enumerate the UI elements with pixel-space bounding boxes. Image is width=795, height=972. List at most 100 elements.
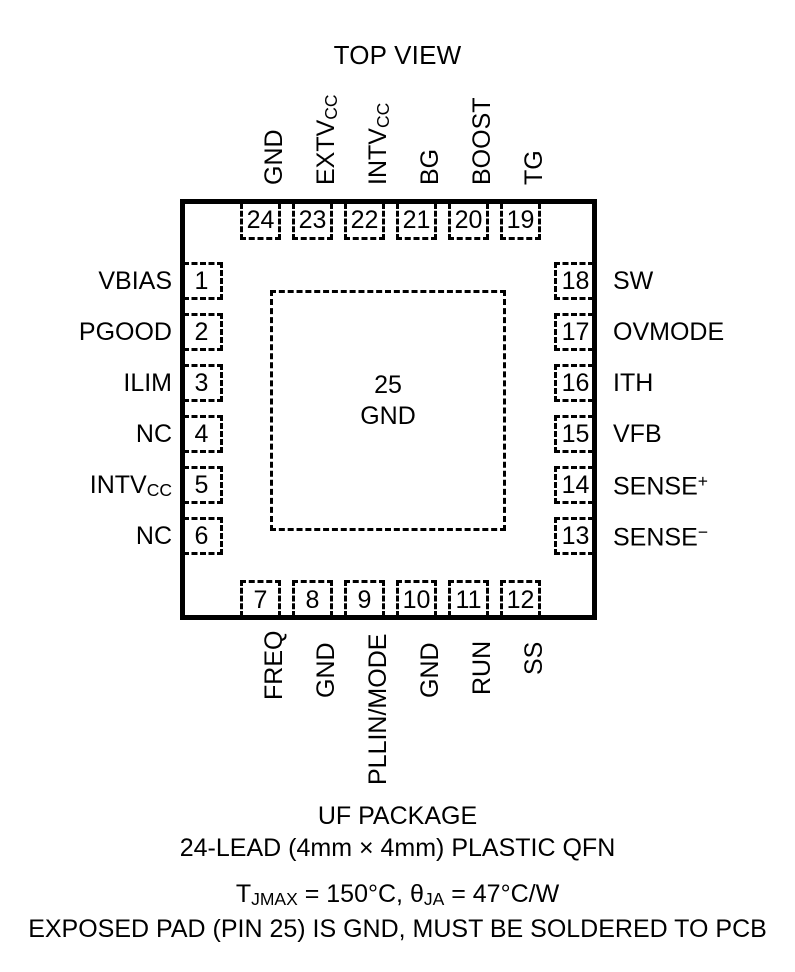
pin-number-12: 12 bbox=[506, 585, 535, 614]
pin-label-17: OVMODE bbox=[613, 320, 724, 345]
pin-box-20[interactable]: 20 bbox=[448, 200, 489, 240]
package-name: UF PACKAGE bbox=[317, 802, 478, 830]
page-title: TOP VIEW bbox=[333, 40, 462, 70]
pin-number-11: 11 bbox=[455, 585, 482, 614]
pin-box-4[interactable]: 4 bbox=[183, 415, 223, 453]
pin-label-3: ILIM bbox=[0, 371, 172, 396]
pin-box-14[interactable]: 14 bbox=[554, 466, 594, 504]
pin-label-12: SS bbox=[520, 641, 548, 675]
pin-label-17-text: OVMODE bbox=[613, 318, 725, 346]
pin-label-24: GND bbox=[260, 129, 288, 185]
pin-box-21[interactable]: 21 bbox=[396, 200, 437, 240]
pin-box-5[interactable]: 5 bbox=[183, 466, 223, 504]
pin-box-10[interactable]: 10 bbox=[396, 580, 437, 620]
package-caption: UF PACKAGE 24-LEAD (4mm × 4mm) PLASTIC Q… bbox=[0, 800, 795, 864]
pin-label-19-text: TG bbox=[520, 150, 548, 185]
pin-number-16: 16 bbox=[561, 368, 590, 397]
pin-label-5-sub: CC bbox=[146, 480, 172, 501]
pin-label-15: VFB bbox=[613, 422, 662, 447]
pin-box-1[interactable]: 1 bbox=[183, 262, 223, 300]
pin-label-10: GND bbox=[416, 642, 444, 698]
package-description: 24-LEAD (4mm × 4mm) PLASTIC QFN bbox=[179, 834, 616, 862]
pin-box-13[interactable]: 13 bbox=[554, 517, 594, 555]
tjmax-subscript: JMAX bbox=[251, 889, 298, 910]
pin-label-4: NC bbox=[0, 422, 172, 447]
pin-number-18: 18 bbox=[561, 266, 590, 295]
pin-number-1: 1 bbox=[194, 266, 209, 295]
pin-box-23[interactable]: 23 bbox=[292, 200, 333, 240]
pin-label-8: GND bbox=[312, 642, 340, 698]
pin-label-11-text: RUN bbox=[468, 640, 496, 695]
pin-label-5-base: INTV bbox=[89, 471, 147, 499]
tjmax-symbol: T bbox=[235, 880, 252, 908]
pin-box-19[interactable]: 19 bbox=[500, 200, 541, 240]
pin-label-21-text: BG bbox=[416, 148, 444, 185]
pin-box-16[interactable]: 16 bbox=[554, 364, 594, 402]
pin-number-4: 4 bbox=[194, 419, 209, 448]
pin-box-3[interactable]: 3 bbox=[183, 364, 223, 402]
pin-label-14-base: SENSE bbox=[613, 472, 698, 501]
pin-label-12-text: SS bbox=[520, 641, 548, 675]
pin-box-12[interactable]: 12 bbox=[500, 580, 541, 620]
pin-number-21: 21 bbox=[402, 205, 431, 234]
pin-label-18: SW bbox=[613, 269, 653, 294]
theta-symbol: θ bbox=[409, 880, 424, 908]
pin-number-8: 8 bbox=[305, 585, 320, 614]
pin-label-3-text: ILIM bbox=[123, 369, 172, 397]
pin-label-5: INTVCC bbox=[0, 473, 172, 500]
pin-number-10: 10 bbox=[402, 585, 431, 614]
pin-box-9[interactable]: 9 bbox=[344, 580, 385, 620]
pin-label-16: ITH bbox=[613, 371, 653, 396]
pin-box-6[interactable]: 6 bbox=[183, 517, 223, 555]
pin-label-22-sub: CC bbox=[373, 102, 394, 129]
pin-box-7[interactable]: 7 bbox=[240, 580, 281, 620]
pin-label-1-text: VBIAS bbox=[98, 267, 172, 295]
pin-box-2[interactable]: 2 bbox=[183, 313, 223, 351]
theta-value: = 47°C/W bbox=[444, 880, 560, 908]
pin-box-18[interactable]: 18 bbox=[554, 262, 594, 300]
pin-label-2: PGOOD bbox=[0, 320, 172, 345]
pin-label-24-text: GND bbox=[260, 129, 288, 185]
pin-number-7: 7 bbox=[253, 585, 268, 614]
thermal-caption: TJMAX = 150°C, θJA = 47°C/W bbox=[0, 878, 795, 915]
pin-label-11: RUN bbox=[468, 640, 496, 695]
pin-label-14: SENSE+ bbox=[613, 471, 708, 501]
pin-number-3: 3 bbox=[194, 368, 209, 397]
pin-number-14: 14 bbox=[561, 470, 590, 499]
pin-number-17: 17 bbox=[561, 317, 590, 346]
pin-box-17[interactable]: 17 bbox=[554, 313, 594, 351]
pin-number-23: 23 bbox=[298, 205, 327, 234]
pin-label-8-text: GND bbox=[312, 642, 340, 698]
pin-label-16-text: ITH bbox=[613, 369, 654, 397]
pin-number-6: 6 bbox=[194, 521, 209, 550]
pin-number-15: 15 bbox=[561, 419, 590, 448]
pin-box-15[interactable]: 15 bbox=[554, 415, 594, 453]
pin-label-7: FREQ bbox=[260, 630, 288, 700]
pin-label-9: PLLIN/MODE bbox=[364, 633, 392, 785]
pin-label-13-sup: − bbox=[697, 522, 708, 542]
pin-label-13-base: SENSE bbox=[613, 523, 698, 552]
pin-label-7-text: FREQ bbox=[260, 630, 288, 700]
pin-number-22: 22 bbox=[350, 205, 379, 234]
pin-label-9-text: PLLIN/MODE bbox=[364, 633, 392, 785]
pin-label-20: BOOST bbox=[468, 97, 496, 185]
pin-number-24: 24 bbox=[246, 205, 275, 234]
pin-box-24[interactable]: 24 bbox=[240, 200, 281, 240]
pin-box-8[interactable]: 8 bbox=[292, 580, 333, 620]
pin-label-13: SENSE− bbox=[613, 522, 708, 552]
pin-label-15-text: VFB bbox=[613, 420, 662, 448]
exposed-pad-label: 25 GND bbox=[360, 371, 416, 430]
pin-label-23: EXTVCC bbox=[312, 94, 341, 185]
pin-label-10-text: GND bbox=[416, 642, 444, 698]
pin-label-6: NC bbox=[0, 524, 172, 549]
pin-box-22[interactable]: 22 bbox=[344, 200, 385, 240]
pin-label-19: TG bbox=[520, 150, 548, 185]
pin-box-11[interactable]: 11 bbox=[448, 580, 489, 620]
pin-number-9: 9 bbox=[357, 585, 372, 614]
pin-label-6-text: NC bbox=[135, 522, 172, 550]
pin-label-18-text: SW bbox=[613, 267, 654, 295]
pin-label-1: VBIAS bbox=[0, 269, 172, 294]
pin-label-14-sup: + bbox=[697, 471, 708, 491]
pin-label-22-base: INTV bbox=[364, 128, 392, 185]
